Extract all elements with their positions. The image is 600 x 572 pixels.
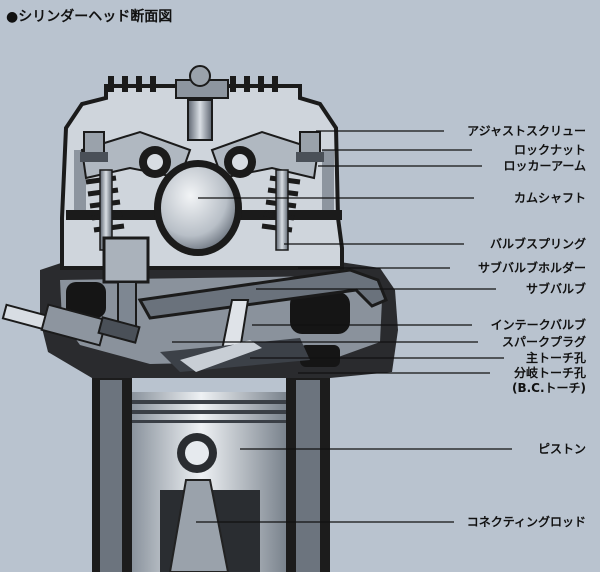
leader-lines: [172, 130, 512, 523]
sub-valve-holder: [102, 236, 150, 333]
label-piston: ピストン: [537, 442, 586, 456]
label-bc-torch: (B.C.トーチ): [511, 381, 586, 395]
label-adjust-screw: アジャストスクリュー: [467, 124, 586, 138]
label-intake-valve: インテークバルブ: [490, 318, 586, 332]
cylinder-block: [92, 375, 330, 572]
label-sub-valve: サブバルブ: [525, 282, 586, 296]
intake-valve: [160, 299, 310, 372]
spark-plug: [1, 303, 141, 347]
label-spark-plug: スパークプラグ: [501, 335, 586, 349]
label-main-torch-hole: 主トーチ孔: [525, 351, 586, 365]
adjust-screw: [80, 131, 324, 162]
rocker-arm: [80, 130, 320, 180]
label-camshaft: カムシャフト: [513, 191, 586, 205]
label-sub-valve-holder: サブバルブホルダー: [477, 261, 586, 275]
intake-port: [137, 268, 388, 320]
valve-spring: [85, 169, 301, 251]
rocker-pivot: [175, 65, 229, 141]
label-lock-nut: ロックナット: [513, 143, 586, 157]
connecting-rod: [168, 479, 230, 572]
diagram-title: ●シリンダーヘッド断面図: [6, 9, 173, 25]
camshaft: [154, 160, 242, 256]
label-valve-spring: バルブスプリング: [489, 237, 586, 251]
label-rocker-arm: ロッカーアーム: [503, 159, 586, 173]
label-branch-torch-hole: 分岐トーチ孔: [513, 366, 586, 380]
label-connecting-rod: コネクティングロッド: [466, 515, 586, 529]
